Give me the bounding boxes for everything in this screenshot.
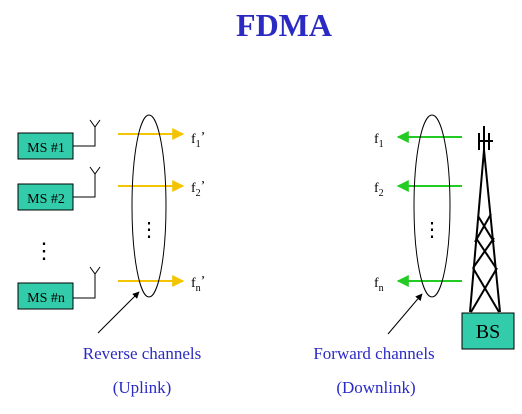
pointer-arrow — [97, 291, 140, 334]
antenna-icon — [73, 119, 101, 147]
tower-icon — [469, 126, 501, 313]
forward-channels-caption: Forward channels — [313, 344, 434, 363]
page-title: FDMA — [236, 7, 332, 43]
downlink-frequency-label: f2 — [374, 181, 384, 199]
uplink-caption: (Uplink) — [113, 378, 172, 397]
vertical-ellipsis: ⋮ — [33, 238, 55, 263]
mobile-station-n: MS #n — [17, 282, 74, 310]
mobile-station-label: MS #1 — [27, 141, 65, 156]
base-station-label: BS — [476, 321, 500, 343]
mobile-station-1: MS #1 — [17, 132, 74, 160]
vertical-ellipsis: ⋮ — [422, 219, 442, 241]
antenna-icon — [73, 166, 101, 198]
pointer-arrow — [387, 293, 423, 335]
downlink-caption: (Downlink) — [336, 378, 415, 397]
mobile-station-label: MS #2 — [27, 192, 65, 207]
uplink-frequency-label: f2’ — [191, 179, 205, 199]
forward-channel-group — [413, 114, 451, 298]
uplink-frequency-label: fn’ — [191, 274, 205, 294]
vertical-ellipsis: ⋮ — [139, 219, 159, 241]
downlink-frequency-label: fn — [374, 276, 384, 294]
downlink-frequency-label: f1 — [374, 132, 384, 150]
reverse-channels-caption: Reverse channels — [83, 344, 201, 363]
mobile-station-label: MS #n — [27, 291, 65, 306]
uplink-frequency-label: f1’ — [191, 130, 205, 150]
mobile-station-2: MS #2 — [17, 183, 74, 211]
reverse-channel-group — [131, 114, 167, 298]
antenna-icon — [73, 266, 101, 299]
base-station: BS — [461, 312, 515, 350]
